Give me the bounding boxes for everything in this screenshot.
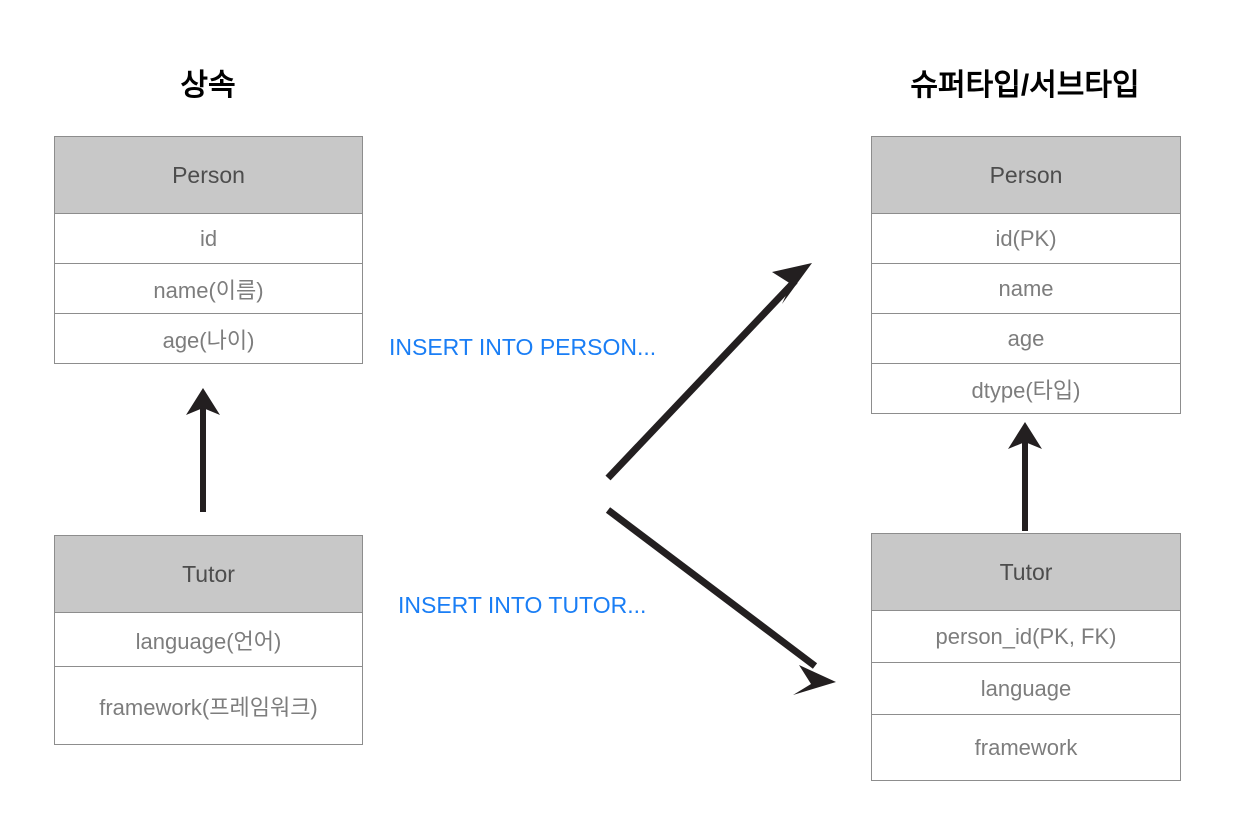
entity-right-person[interactable]: Person id(PK) name age dtype(타입) [871,136,1181,414]
entity-right-tutor-attr-framework: framework [871,715,1181,781]
entity-right-person-attr-name: name [871,264,1181,314]
entity-left-person[interactable]: Person id name(이름) age(나이) [54,136,363,364]
annotation-insert-into-person: INSERT INTO PERSON... [389,334,657,360]
entity-left-person-attr-name: name(이름) [54,264,363,314]
left-inheritance-arrow [186,388,220,512]
entity-right-person-attr-id: id(PK) [871,214,1181,264]
entity-left-person-name: Person [54,136,363,214]
mapping-arrow-person [605,263,812,481]
annotation-insert-into-tutor: INSERT INTO TUTOR... [398,592,647,618]
entity-right-tutor[interactable]: Tutor person_id(PK, FK) language framewo… [871,533,1181,781]
section-title-inheritance: 상속 [180,69,236,102]
entity-left-tutor-attr-language: language(언어) [54,613,363,667]
entity-left-person-attr-id: id [54,214,363,264]
entity-right-person-attr-age: age [871,314,1181,364]
entity-left-person-attr-age: age(나이) [54,314,363,364]
entity-left-tutor[interactable]: Tutor language(언어) framework(프레임워크) [54,535,363,745]
entity-right-tutor-attr-language: language [871,663,1181,715]
entity-right-person-name: Person [871,136,1181,214]
entity-left-tutor-name: Tutor [54,535,363,613]
section-title-supertype-subtype: 슈퍼타입/서브타입 [910,69,1140,102]
entity-left-tutor-attr-framework: framework(프레임워크) [54,667,363,745]
entity-right-person-attr-dtype: dtype(타입) [871,364,1181,414]
right-subtype-arrow [1008,422,1042,531]
entity-right-tutor-name: Tutor [871,533,1181,611]
entity-right-tutor-attr-person-id: person_id(PK, FK) [871,611,1181,663]
